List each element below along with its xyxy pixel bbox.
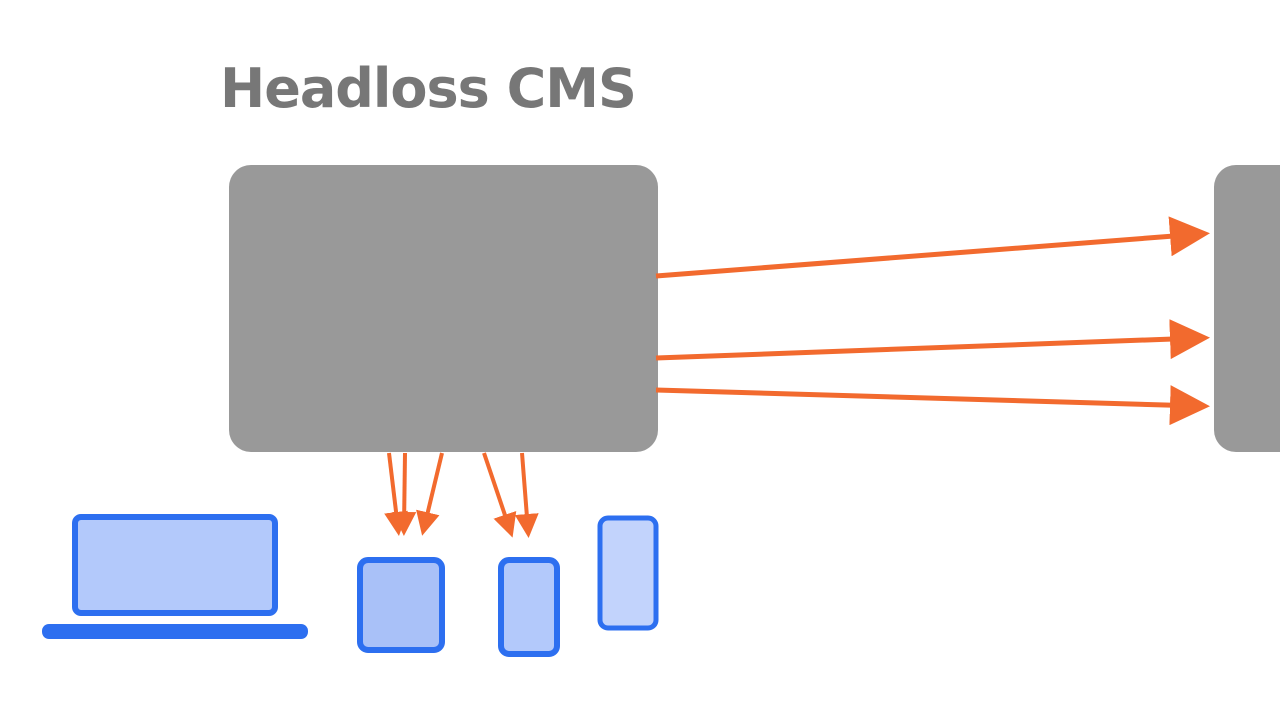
- laptop-icon: [42, 514, 308, 639]
- frontend-box: [1214, 165, 1280, 452]
- tablet-icon: [357, 557, 445, 653]
- phone-small-icon: [597, 515, 659, 631]
- arrow-cms-to-tablet-3: [416, 452, 444, 536]
- arrow-cms-to-tablet-1: [384, 452, 409, 536]
- arrow-cms-to-frontend-1: [655, 216, 1210, 279]
- arrow-cms-to-phone-1: [482, 452, 517, 538]
- cms-box: [229, 165, 658, 452]
- arrow-cms-to-frontend-2: [655, 319, 1210, 361]
- arrow-cms-to-tablet-2: [392, 452, 417, 536]
- arrow-cms-to-phone-2: [514, 452, 539, 538]
- arrow-cms-to-frontend-3: [655, 385, 1210, 426]
- phone-icon: [498, 557, 560, 657]
- diagram-title: Headloss CMS: [220, 57, 637, 120]
